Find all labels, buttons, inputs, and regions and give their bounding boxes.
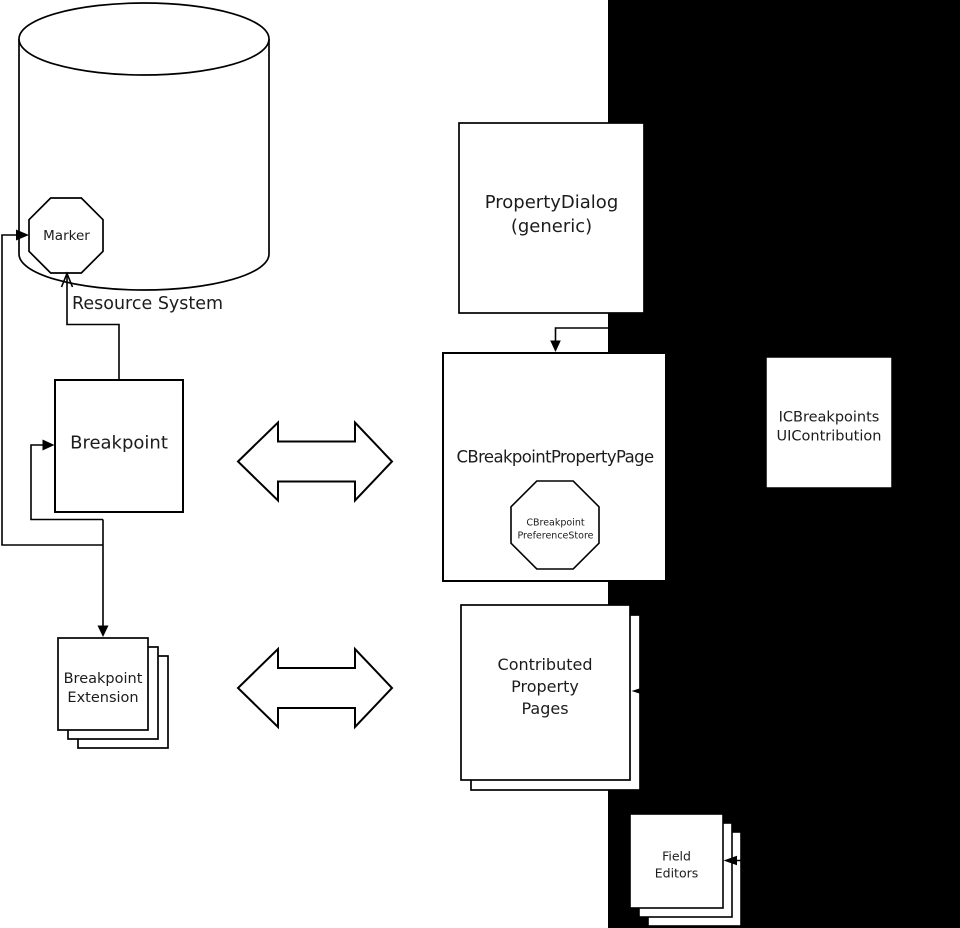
contributed-label-line3: Pages [521,698,569,718]
breakpoint-label: Breakpoint [70,432,168,454]
breakpoint-box [54,379,184,513]
stack-layer [629,813,724,909]
cbreakpoint-preference-store-octagon [510,480,600,570]
connector-hook-to-breakpoint [30,439,103,521]
preference-store-label-line2: PreferenceStore [517,530,594,542]
arrowhead-right-icon [16,229,29,241]
icbreakpoints-label-line2: UIContribution [776,428,882,445]
resource-system-label: Resource System [72,293,224,314]
field-editors-label-line1: Field [662,848,691,863]
connector-breakpoint-to-marker [60,271,120,380]
property-dialog-box [458,122,645,314]
arrowhead-right-icon [42,439,55,451]
contributed-label-line2: Property [511,676,579,696]
connector-to-contributed-pages [631,685,720,697]
cylinder-top [18,2,270,76]
breakpoint-extension-stack [57,637,169,749]
contributed-property-pages-label: Contributed Property Pages [498,654,593,720]
stack-layer [460,604,631,781]
marker-octagon [28,197,104,274]
field-editors-stack [629,813,742,927]
connector-extension-to-marker [1,229,103,546]
property-dialog-label-line1: PropertyDialog [484,191,619,213]
icbreakpoints-label-line1: ICBreakpoints [778,409,880,425]
cbreakpoint-preference-store-label: CBreakpoint PreferenceStore [517,516,593,543]
field-editors-label: Field Editors [655,847,699,882]
breakpoint-extension-label: Breakpoint Extension [64,670,143,708]
connector-to-breakpoint-extension [97,519,109,637]
field-editors-label-line2: Editors [654,865,699,881]
icbreakpoints-uicontribution-label: ICBreakpoints UIContribution [777,408,882,447]
marker-label: Marker [43,228,90,244]
arrowhead-down-icon [97,625,109,637]
breakpoint-extension-label-line1: Breakpoint [63,670,143,687]
connector-to-field-editors [723,855,762,866]
arrowhead-down-icon [550,340,561,352]
contributed-label-line1: Contributed [497,654,593,674]
breakpoint-extension-label-line2: Extension [67,689,139,706]
contributed-property-pages-stack [460,604,641,791]
stack-layer [57,637,149,731]
property-dialog-label-line2: (generic) [510,215,593,237]
icbreakpoints-uicontribution-box [765,356,893,489]
cbreakpoint-property-page-label: CBreakpointPropertyPage [456,447,654,467]
connector-to-property-page [550,327,608,352]
preference-store-label-line1: CBreakpoint [526,517,585,528]
double-arrow-bottom [236,646,394,730]
arrowhead-left-icon [631,685,650,697]
property-dialog-label: PropertyDialog (generic) [485,191,619,239]
arrowhead-up-open-icon [60,271,74,288]
double-arrow-top [236,419,394,504]
arrowhead-left-icon [723,855,737,866]
